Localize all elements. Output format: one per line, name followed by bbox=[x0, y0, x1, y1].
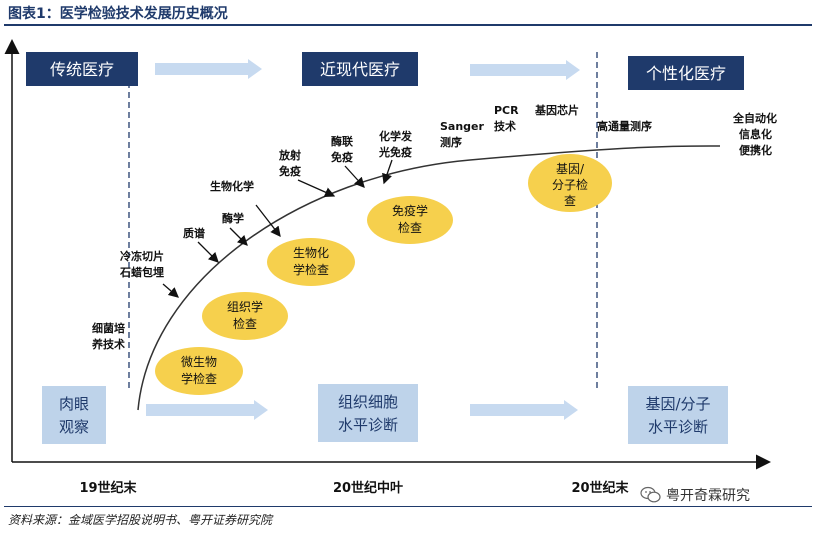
level-tissue-line1: 组织细胞 bbox=[338, 393, 398, 411]
svg-text:检查: 检查 bbox=[233, 316, 257, 331]
svg-text:检查: 检查 bbox=[398, 220, 422, 235]
source-note: 资料来源：金域医学招股说明书、粤开证券研究院 bbox=[8, 513, 273, 527]
level-gene-line2: 水平诊断 bbox=[648, 418, 708, 436]
label-pcr-2: 技术 bbox=[494, 119, 516, 133]
level-tissue-line2: 水平诊断 bbox=[338, 416, 398, 434]
level-gene-line1: 基因/分子 bbox=[645, 395, 710, 413]
level-gene: 基因/分子 水平诊断 bbox=[628, 386, 728, 444]
label-hts: 高通量测序 bbox=[597, 119, 652, 133]
flow-arrow-bottom-2 bbox=[470, 400, 578, 420]
label-chemilum-1: 化学发 bbox=[379, 129, 413, 143]
label-frozen-2: 石蜡包埋 bbox=[119, 265, 164, 279]
label-chip: 基因芯片 bbox=[534, 103, 579, 117]
label-enzymology: 酶学 bbox=[222, 211, 244, 225]
svg-text:分子检: 分子检 bbox=[552, 177, 588, 192]
era-label-modern: 近现代医疗 bbox=[320, 60, 400, 79]
label-enzymeimmuno-2: 免疫 bbox=[331, 150, 353, 164]
level-eye: 肉眼 观察 bbox=[42, 386, 106, 444]
era-label-traditional: 传统医疗 bbox=[50, 60, 114, 79]
label-chemilum-2: 光免疫 bbox=[378, 145, 412, 159]
svg-text:生物化: 生物化 bbox=[293, 246, 329, 260]
label-bacteria-1: 细菌培 bbox=[92, 321, 125, 335]
label-sanger-1: Sanger bbox=[440, 120, 485, 133]
svg-text:微生物: 微生物 bbox=[181, 355, 217, 369]
flow-arrow-bottom-1 bbox=[146, 400, 268, 420]
label-mass: 质谱 bbox=[183, 226, 205, 240]
label-auto-1: 全自动化 bbox=[732, 111, 777, 125]
tick-end-20c: 20世纪末 bbox=[571, 480, 629, 496]
label-sanger-2: 测序 bbox=[440, 135, 462, 149]
label-biochem: 生物化学 bbox=[210, 179, 254, 193]
tick-mid-20c: 20世纪中叶 bbox=[333, 480, 403, 496]
era-traditional: 传统医疗 bbox=[26, 52, 138, 86]
era-personalized: 个性化医疗 bbox=[628, 56, 744, 90]
flow-arrow-top-1 bbox=[155, 59, 262, 79]
era-label-personalized: 个性化医疗 bbox=[646, 64, 726, 83]
pointer-radioimmuno bbox=[297, 179, 336, 198]
label-auto-3: 便携化 bbox=[739, 143, 772, 157]
flow-arrow-top-2 bbox=[470, 60, 580, 80]
wechat-icon bbox=[640, 486, 661, 503]
watermark-text: 粤开奇霖研究 bbox=[666, 488, 750, 504]
development-curve bbox=[137, 145, 721, 411]
label-frozen-1: 冷冻切片 bbox=[120, 249, 164, 263]
era-modern: 近现代医疗 bbox=[302, 52, 418, 86]
svg-text:基因/: 基因/ bbox=[556, 162, 585, 176]
level-tissue: 组织细胞 水平诊断 bbox=[318, 384, 418, 442]
label-auto-2: 信息化 bbox=[739, 127, 772, 141]
svg-text:免疫学: 免疫学 bbox=[392, 203, 428, 218]
label-pcr-1: PCR bbox=[494, 104, 519, 117]
ellipse-immunology: 免疫学 检查 bbox=[367, 196, 453, 244]
watermark: 粤开奇霖研究 bbox=[640, 485, 750, 505]
label-enzymeimmuno-1: 酶联 bbox=[331, 134, 353, 148]
svg-text:学检查: 学检查 bbox=[293, 262, 329, 277]
label-bacteria-2: 养技术 bbox=[91, 337, 125, 351]
ellipse-biochemistry: 生物化 学检查 bbox=[267, 238, 355, 286]
title-divider bbox=[4, 24, 812, 26]
tick-19c: 19世纪末 bbox=[79, 480, 137, 496]
svg-text:查: 查 bbox=[564, 194, 576, 208]
label-radioimmuno-2: 免疫 bbox=[279, 164, 301, 178]
ellipse-histology: 组织学 检查 bbox=[202, 292, 288, 340]
svg-text:学检查: 学检查 bbox=[181, 371, 217, 386]
source-divider bbox=[4, 506, 812, 507]
figure-title: 图表1：医学检验技术发展历史概况 bbox=[8, 6, 228, 22]
ellipse-microbiology: 微生物 学检查 bbox=[155, 347, 243, 395]
svg-text:组织学: 组织学 bbox=[227, 299, 263, 314]
level-eye-line1: 肉眼 bbox=[59, 395, 89, 413]
pointer-chemilum bbox=[382, 159, 393, 185]
ellipse-molecular: 基因/ 分子检 查 bbox=[528, 154, 612, 212]
pointer-biochem bbox=[255, 204, 281, 238]
pointer-enzymology bbox=[229, 227, 248, 246]
pointer-mass bbox=[197, 241, 219, 263]
label-radioimmuno-1: 放射 bbox=[278, 148, 301, 162]
level-eye-line2: 观察 bbox=[59, 418, 89, 436]
pointer-frozen bbox=[162, 283, 179, 298]
pointer-enzymeimmuno bbox=[344, 165, 365, 188]
